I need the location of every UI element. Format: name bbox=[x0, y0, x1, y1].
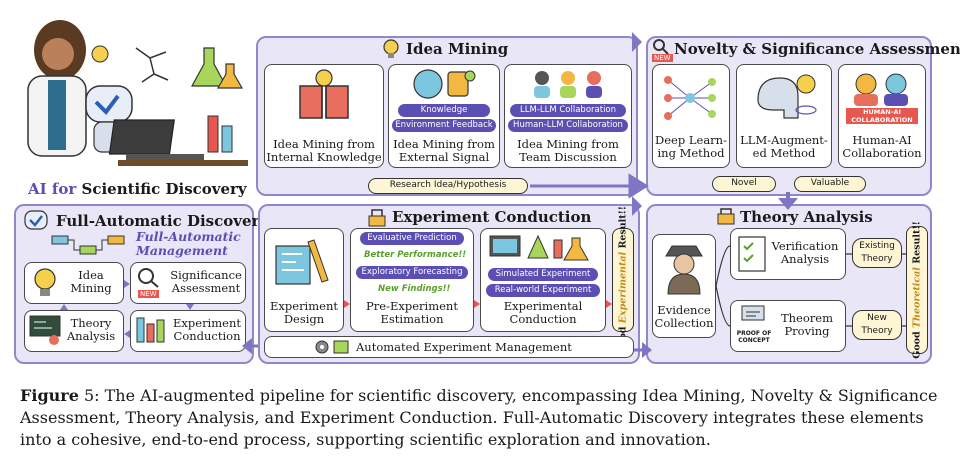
flow-arrows bbox=[60, 32, 906, 358]
exp-design-label: Experiment Design bbox=[270, 299, 338, 326]
chalkboard-icon bbox=[29, 315, 61, 345]
tag-environment-feedback: Environment Feedback bbox=[392, 119, 496, 132]
fa-idea-label: Idea Mining bbox=[70, 268, 112, 295]
evidence-label: Evidence Collection bbox=[654, 303, 714, 330]
hero-illustration bbox=[8, 8, 248, 178]
team-icon bbox=[534, 71, 602, 98]
search-icon bbox=[138, 268, 159, 288]
full-auto-management: Full-Automatic Management bbox=[136, 229, 241, 258]
human-ai-label: Human-AI Collaboration bbox=[842, 133, 922, 160]
valuable-output: Valuable bbox=[794, 176, 866, 192]
proof-icon bbox=[741, 305, 765, 321]
experiment-title: Experiment Conduction bbox=[392, 208, 592, 226]
human-ai-badge: HUMAN-AI COLLABORATION bbox=[846, 108, 918, 124]
good-theoretical-result-bar: Good Theoretical Result!! bbox=[906, 221, 928, 359]
proving-label: Theorem Proving bbox=[780, 311, 833, 338]
blueprint-icon bbox=[275, 239, 329, 285]
lab-icon bbox=[136, 317, 165, 343]
tools-icon bbox=[368, 209, 386, 227]
book-bulb-icon bbox=[299, 69, 349, 119]
neural-net-icon bbox=[664, 76, 716, 120]
arrow-idea-to-novelty bbox=[530, 173, 649, 199]
detective-icon bbox=[665, 245, 703, 295]
search-icon bbox=[653, 39, 669, 55]
llm-augmented-label: LLM-Augment- ed Method bbox=[740, 133, 828, 160]
idea-internal-label: Idea Mining from Internal Knowledge bbox=[266, 137, 382, 164]
theory-title: Theory Analysis bbox=[740, 208, 873, 226]
tag-knowledge: Knowledge bbox=[398, 104, 490, 117]
workflow-icon bbox=[51, 235, 125, 255]
gear-icon bbox=[315, 340, 349, 354]
hero-title-sd: Scientific Discovery bbox=[81, 180, 247, 198]
tag-llm-llm: LLM-LLM Collaboration bbox=[510, 104, 626, 117]
tag-real-world-experiment: Real-world Experiment bbox=[486, 284, 600, 297]
pre-estimation-label: Pre-Experiment Estimation bbox=[366, 299, 458, 326]
tag-human-llm: Human-LLM Collaboration bbox=[508, 119, 628, 132]
automated-management-bar bbox=[264, 336, 634, 358]
idea-external-label: Idea Mining from External Signal bbox=[393, 137, 495, 164]
new-theory-output: New Theory bbox=[852, 310, 902, 340]
novelty-title: Novelty & Significance Assessment bbox=[674, 40, 960, 58]
proof-of-concept-badge: PROOF OF CONCEPT bbox=[736, 330, 772, 344]
tag-exploratory-forecasting: Exploratory Forecasting bbox=[356, 266, 468, 279]
fa-significance-label: Significance Assessment bbox=[170, 268, 242, 295]
research-idea-output: Research Idea/Hypothesis bbox=[368, 178, 528, 194]
novel-output: Novel bbox=[712, 176, 776, 192]
tag-simulated-experiment: Simulated Experiment bbox=[488, 268, 598, 281]
robot-icon bbox=[24, 210, 48, 230]
novelty-new-badge: NEW bbox=[652, 54, 673, 62]
bulb-icon bbox=[34, 268, 56, 296]
idea-mining-title: Idea Mining bbox=[406, 40, 509, 58]
scientist-icon bbox=[27, 20, 248, 166]
human-ai-icon bbox=[854, 73, 908, 106]
full-auto-title: Full-Automatic Discovery bbox=[56, 212, 269, 230]
tools-icon bbox=[717, 208, 735, 225]
deep-learning-label: Deep Learn- ing Method bbox=[655, 133, 727, 160]
figure-caption: Figure 5: The AI-augmented pipeline for … bbox=[20, 385, 950, 451]
tag-evaluative-prediction: Evaluative Prediction bbox=[360, 232, 464, 245]
verification-label: Verification Analysis bbox=[771, 239, 839, 266]
fa-experiment-label: Experiment Conduction bbox=[173, 316, 241, 343]
caption-label: Figure bbox=[20, 386, 79, 405]
caption-number: 5 bbox=[83, 386, 95, 405]
existing-theory-output: Existing Theory bbox=[852, 238, 902, 268]
automated-management-label: Automated Experiment Management bbox=[356, 340, 572, 354]
checklist-icon bbox=[738, 236, 766, 272]
idea-internal-card bbox=[264, 64, 384, 168]
fa-theory-label: Theory Analysis bbox=[66, 316, 116, 343]
brain-icon bbox=[757, 74, 817, 119]
bulb-icon bbox=[383, 39, 399, 58]
hero-title: AI for Scientific Discovery bbox=[28, 180, 247, 198]
globe-icon bbox=[413, 69, 476, 99]
hero-title-ai-for: AI for bbox=[28, 180, 77, 198]
caption-text: : The AI-augmented pipeline for scientif… bbox=[20, 386, 938, 449]
fa-new-badge: NEW bbox=[138, 290, 159, 298]
lab-equipment-icon bbox=[489, 234, 589, 261]
idea-team-label: Idea Mining from Team Discussion bbox=[517, 137, 619, 164]
better-performance-text: Better Performance!! bbox=[364, 250, 467, 260]
exp-conduction-label: Experimental Conduction bbox=[503, 299, 583, 326]
pre-estimation-card bbox=[350, 228, 474, 332]
good-experimental-result-bar: Good Experimental Result!! bbox=[612, 206, 634, 354]
new-findings-text: New Findings!! bbox=[378, 284, 451, 294]
